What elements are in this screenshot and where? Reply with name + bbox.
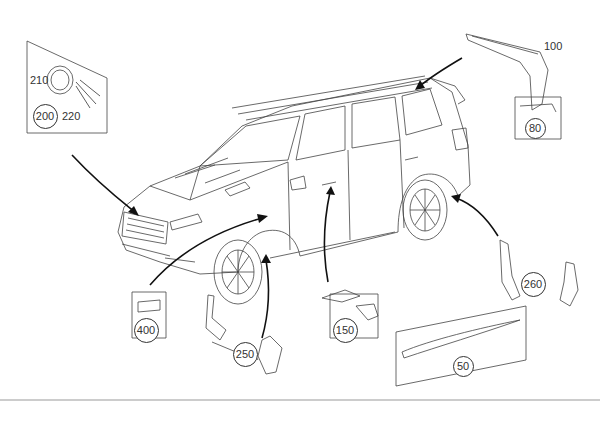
callout-number: 50 <box>457 360 469 372</box>
callout-circle: 250 <box>233 342 258 367</box>
callout-number: 400 <box>137 324 155 336</box>
callout-circle: 80 <box>525 118 546 139</box>
callout-number: 150 <box>336 324 354 336</box>
callout-number: 80 <box>529 122 541 134</box>
callout-circle: 200 <box>33 104 58 129</box>
callout-number: 200 <box>36 110 54 122</box>
callout-number: 250 <box>236 348 254 360</box>
callout-circle: 400 <box>134 318 159 343</box>
callout-number: 210 <box>30 74 48 86</box>
callout-circle: 50 <box>453 356 474 377</box>
callout-number: 260 <box>524 278 542 290</box>
callout-circle: 260 <box>521 272 546 297</box>
callout-circle: 150 <box>333 318 358 343</box>
part-label: 100 <box>544 40 562 52</box>
part-panel: 210 220 200 <box>26 40 108 134</box>
callout-number: 220 <box>62 110 80 122</box>
